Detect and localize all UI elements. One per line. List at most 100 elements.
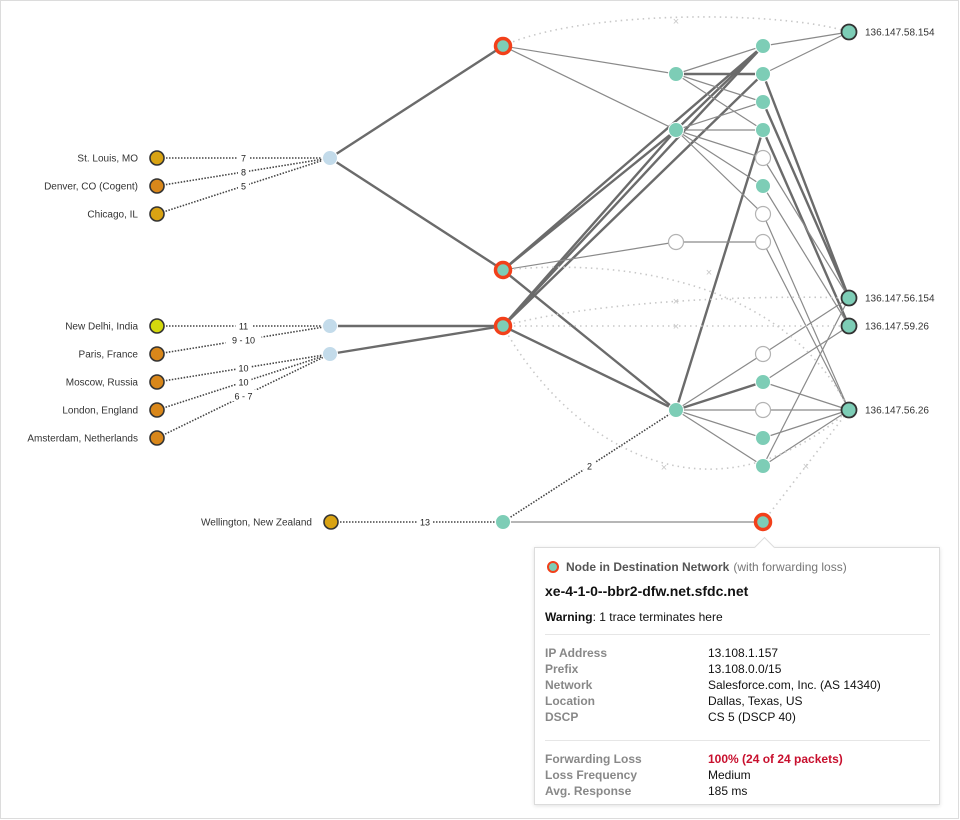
hop-count-label: 7 [241, 154, 246, 164]
lost-marker-icon: × [673, 296, 679, 308]
destination-label: 136.147.56.26 [865, 406, 929, 417]
path-link-heavy [329, 324, 504, 356]
network-node [755, 178, 771, 194]
source-agent-label: St. Louis, MO [77, 154, 138, 165]
detail-value: CS 5 (DSCP 40) [708, 710, 796, 724]
path-link [675, 129, 764, 187]
destination-node [840, 317, 858, 335]
detail-key: DSCP [545, 710, 579, 724]
path-link-heavy [502, 129, 677, 271]
source-agent-label: Moscow, Russia [66, 378, 139, 389]
path-link [675, 409, 764, 439]
loss-node-icon [547, 561, 559, 573]
hop-count-label: 2 [587, 462, 592, 472]
source-agent-node [149, 318, 165, 334]
path-link-heavy [675, 380, 764, 412]
network-node [755, 374, 771, 390]
hop-count-label: 10 [238, 364, 248, 374]
path-link [502, 45, 677, 75]
nodes-layer [149, 23, 858, 532]
hop-label-bg [417, 516, 433, 527]
path-link [502, 45, 677, 131]
node-hostname: xe-4-1-0--bbr2-dfw.net.sfdc.net [545, 583, 749, 599]
destination-node [840, 401, 858, 419]
source-agent-node [149, 178, 165, 194]
source-agent-node [149, 150, 165, 166]
source-agent-node [149, 346, 165, 362]
path-link-heavy [502, 45, 764, 271]
network-node [755, 430, 771, 446]
path-link-heavy [502, 324, 677, 412]
warning-message: Warning: 1 trace terminates here [545, 610, 723, 624]
path-link-heavy [761, 101, 851, 299]
destination-label: 136.147.56.154 [865, 294, 935, 305]
lost-marker-icon: × [706, 267, 712, 279]
loss-node-selected [753, 512, 773, 532]
network-node [755, 122, 771, 138]
path-link [675, 409, 764, 467]
path-link [675, 101, 764, 131]
path-link [675, 45, 764, 75]
lost-marker-icon: × [661, 462, 667, 474]
hop-count-label: 13 [420, 518, 430, 528]
detail-key: Prefix [545, 662, 579, 676]
path-link [762, 409, 850, 467]
network-node [495, 514, 511, 530]
source-agent-node [149, 374, 165, 390]
path-link [762, 213, 850, 411]
divider [545, 740, 930, 741]
source-agent-node [323, 514, 339, 530]
path-link [762, 31, 850, 75]
path-link-heavy [502, 45, 764, 327]
detail-value: Dallas, Texas, US [708, 694, 803, 708]
lost-marker-icon: × [803, 461, 809, 473]
source-agent-label: Wellington, New Zealand [201, 518, 312, 529]
path-link [502, 241, 677, 271]
unknown-node [667, 233, 685, 251]
hop-count-label: 8 [241, 168, 246, 178]
source-agent-node [149, 402, 165, 418]
metric-key: Avg. Response [545, 784, 632, 798]
loss-node [493, 260, 513, 280]
detail-value: 13.108.1.157 [708, 646, 779, 660]
lost-link [502, 266, 850, 411]
source-agent-label: Chicago, IL [87, 210, 138, 221]
unknown-node [754, 149, 772, 167]
source-agent-label: Denver, CO (Cogent) [44, 182, 138, 193]
source-agent-label: Amsterdam, Netherlands [27, 434, 138, 445]
network-node [668, 122, 684, 138]
hop-label-bg [235, 376, 252, 387]
path-link-heavy [329, 156, 504, 272]
loss-node [493, 316, 513, 336]
path-link [675, 73, 764, 131]
node-type-header: Node in Destination Network (with forwar… [547, 560, 847, 574]
path-link [675, 129, 764, 159]
metric-key: Loss Frequency [545, 768, 638, 782]
path-link-heavy [502, 73, 764, 327]
path-link [675, 129, 764, 215]
unknown-node [754, 401, 772, 419]
hop-count-label: 5 [241, 182, 246, 192]
hop-label-bg [225, 334, 262, 345]
destination-label: 136.147.59.26 [865, 322, 929, 333]
hop-label-bg [238, 152, 249, 163]
network-node [755, 94, 771, 110]
warning-label: Warning [545, 610, 593, 624]
network-node [755, 458, 771, 474]
loss-node [493, 36, 513, 56]
hop-count-label: 10 [238, 378, 248, 388]
detail-value: Salesforce.com, Inc. (AS 14340) [708, 678, 881, 692]
destination-label: 136.147.58.154 [865, 28, 935, 39]
detail-key: IP Address [545, 646, 608, 660]
hop-count-label: 6 - 7 [234, 392, 252, 402]
source-agent-label: New Delhi, India [65, 322, 138, 333]
metric-value: 100% (24 of 24 packets) [708, 752, 843, 766]
hop-label-bg [228, 390, 259, 401]
path-link-heavy [502, 269, 677, 411]
